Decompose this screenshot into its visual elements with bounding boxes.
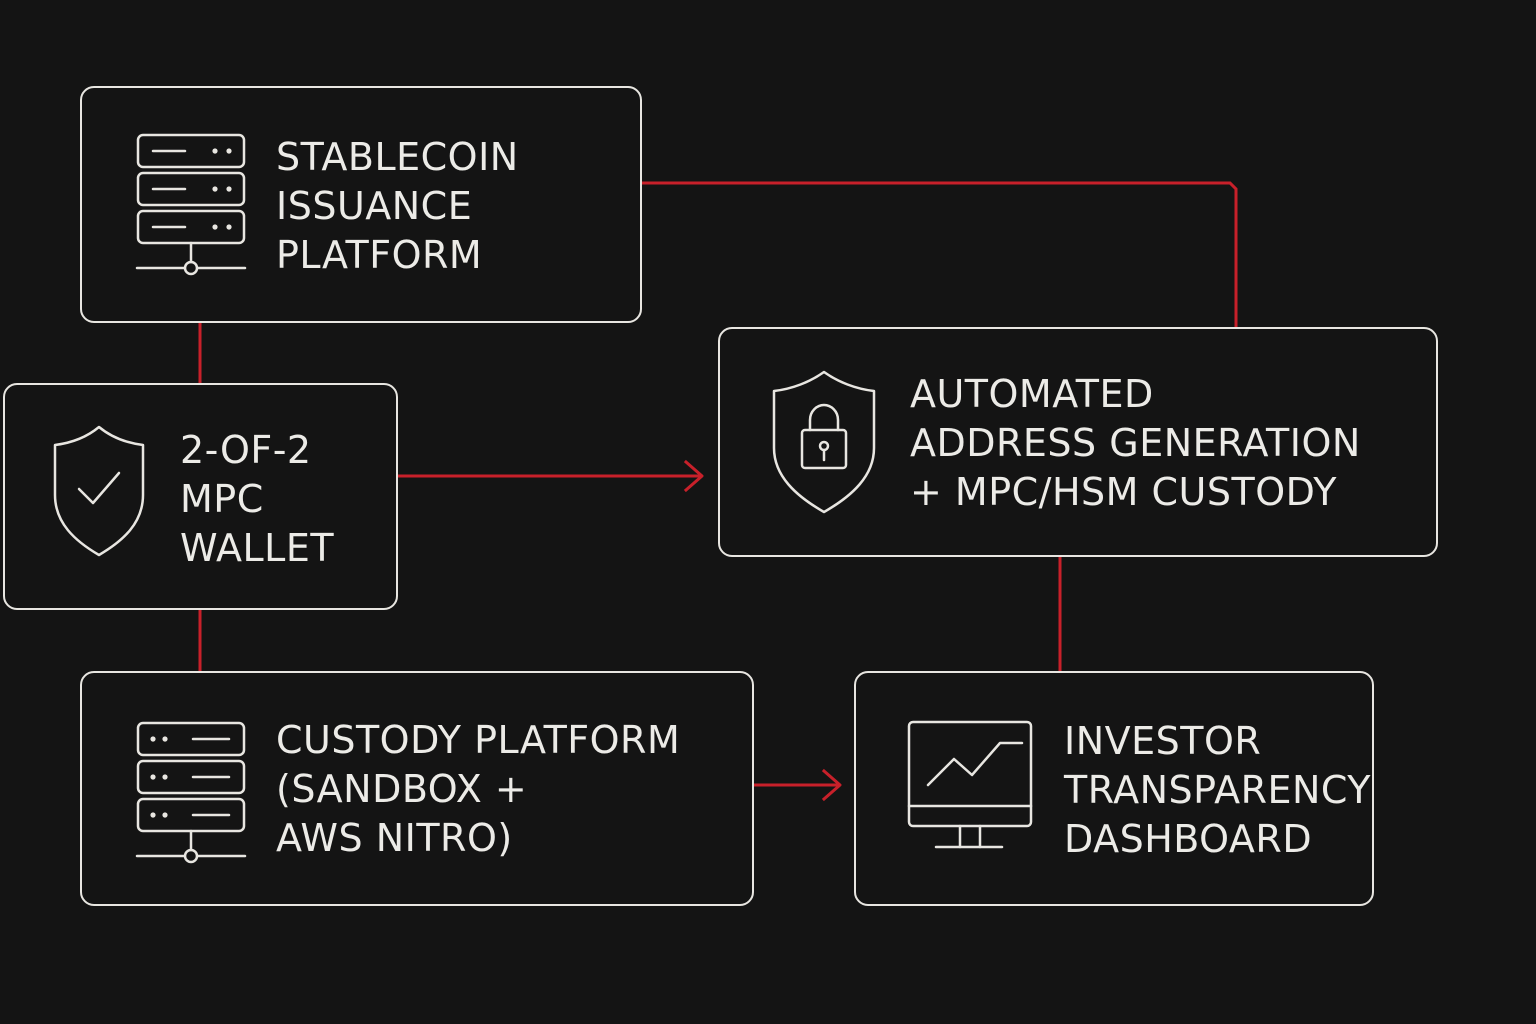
connector-stablecoin-to-address-generation [639, 181, 1238, 329]
label-line: ISSUANCE [276, 184, 473, 228]
custody-platform-node: CUSTODY PLATFORM (SANDBOX + AWS NITRO) [80, 671, 754, 906]
label-line: + MPC/HSM CUSTODY [910, 470, 1338, 514]
arrowhead-address-generation [683, 459, 704, 493]
address-generation-node: AUTOMATED ADDRESS GENERATION + MPC/HSM C… [718, 327, 1438, 557]
label-line: AUTOMATED [910, 372, 1154, 416]
stablecoin-issuance-node: STABLECOIN ISSUANCE PLATFORM [80, 86, 642, 323]
label-line: MPC [180, 477, 264, 521]
label-line: CUSTODY PLATFORM [276, 718, 681, 762]
mpc-wallet-node: 2-OF-2 MPC WALLET [3, 383, 398, 610]
server-rack-icon [135, 133, 247, 276]
label-line: WALLET [180, 526, 335, 570]
server-rack-icon [135, 721, 247, 864]
arrowhead-dashboard [821, 768, 842, 802]
investor-dashboard-label: INVESTOR TRANSPARENCY DASHBOARD [1064, 717, 1371, 864]
label-line: 2-OF-2 [180, 428, 312, 472]
label-line: STABLECOIN [276, 135, 519, 179]
label-line: (SANDBOX + [276, 767, 528, 811]
stablecoin-issuance-label: STABLECOIN ISSUANCE PLATFORM [276, 133, 519, 280]
label-line: ADDRESS GENERATION [910, 421, 1361, 465]
mpc-wallet-label: 2-OF-2 MPC WALLET [180, 426, 334, 573]
shield-check-icon [53, 425, 145, 557]
investor-dashboard-node: INVESTOR TRANSPARENCY DASHBOARD [854, 671, 1374, 906]
shield-lock-icon [772, 370, 876, 514]
label-line: INVESTOR [1064, 719, 1262, 763]
monitor-chart-icon [907, 720, 1033, 849]
label-line: TRANSPARENCY [1064, 768, 1372, 812]
label-line: PLATFORM [276, 233, 483, 277]
label-line: AWS NITRO) [276, 816, 513, 860]
address-generation-label: AUTOMATED ADDRESS GENERATION + MPC/HSM C… [910, 370, 1361, 517]
label-line: DASHBOARD [1064, 817, 1313, 861]
custody-platform-label: CUSTODY PLATFORM (SANDBOX + AWS NITRO) [276, 716, 680, 863]
